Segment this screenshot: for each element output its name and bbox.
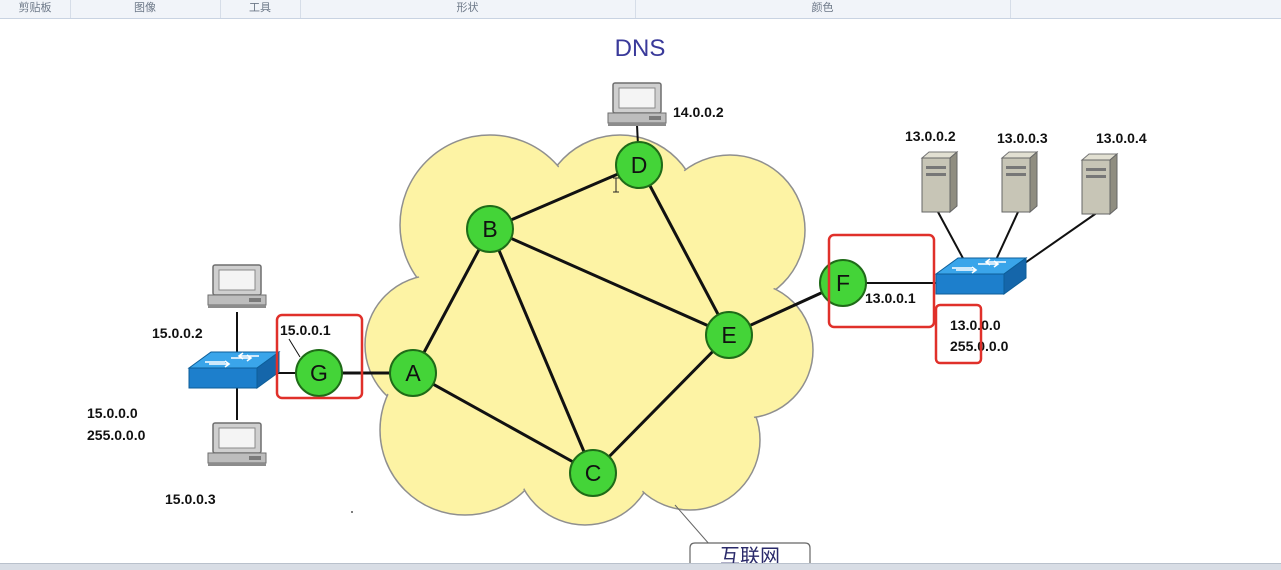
right-gateway-ip: 13.0.0.1 bbox=[865, 290, 916, 306]
left-network-address: 15.0.0.0 bbox=[87, 405, 138, 421]
router-node-label: B bbox=[482, 216, 497, 242]
router-node-circle bbox=[705, 311, 753, 359]
ribbon-group-label: 图像 bbox=[134, 2, 156, 14]
network-diagram: 互联网 DNS 14.0.0.2 15.0.0.2 15.0.0.3 15.0.… bbox=[87, 35, 1147, 568]
ribbon-group-clipboard[interactable]: 剪贴板 bbox=[0, 0, 71, 18]
router-node-label: E bbox=[721, 322, 736, 348]
left-host-top-ip: 15.0.0.2 bbox=[152, 325, 203, 341]
stray-dot bbox=[351, 511, 353, 513]
cloud-callout bbox=[689, 542, 811, 564]
highlight-box-g bbox=[275, 313, 364, 400]
ribbon-group-label: 形状 bbox=[456, 2, 479, 14]
dns-server-computer-icon[interactable] bbox=[607, 82, 667, 127]
ribbon-group-tools[interactable]: 工具 bbox=[220, 0, 301, 18]
server-2-ip: 13.0.0.3 bbox=[997, 130, 1048, 146]
router-nodes: A B C D E F G bbox=[295, 141, 867, 497]
server-icon-1[interactable] bbox=[921, 151, 958, 213]
router-node-circle bbox=[389, 349, 437, 397]
host-computer-icon-top[interactable] bbox=[207, 264, 267, 309]
ribbon-group-label: 剪贴板 bbox=[18, 2, 52, 14]
highlight-boxes bbox=[275, 233, 983, 400]
router-node-e[interactable]: E bbox=[705, 311, 753, 359]
horizontal-scrollbar[interactable] bbox=[0, 563, 1281, 570]
router-node-circle bbox=[295, 349, 343, 397]
ribbon-group-shapes[interactable]: 形状 bbox=[300, 0, 636, 18]
router-node-circle bbox=[466, 205, 514, 253]
router-node-f[interactable]: F bbox=[819, 259, 867, 307]
router-node-g[interactable]: G bbox=[295, 349, 343, 397]
router-node-b[interactable]: B bbox=[466, 205, 514, 253]
dns-ip-label: 14.0.0.2 bbox=[673, 104, 724, 120]
ribbon-group-label: 颜色 bbox=[811, 2, 834, 14]
cloud-label: 互联网 bbox=[720, 545, 780, 564]
dns-title: DNS bbox=[615, 35, 666, 62]
router-node-d[interactable]: D bbox=[615, 141, 663, 189]
router-node-circle bbox=[569, 449, 617, 497]
router-node-circle bbox=[819, 259, 867, 307]
highlight-box-f bbox=[827, 233, 936, 329]
highlight-box-mask bbox=[934, 303, 983, 365]
router-node-label: D bbox=[631, 152, 648, 178]
right-network-address: 13.0.0.0 bbox=[950, 317, 1001, 333]
left-host-bottom-ip: 15.0.0.3 bbox=[165, 491, 216, 507]
router-node-label: C bbox=[585, 460, 602, 486]
ribbon-bar: 剪贴板 图像 工具 形状 颜色 bbox=[0, 0, 1281, 19]
ribbon-group-colors[interactable]: 颜色 bbox=[635, 0, 1011, 18]
text-cursor-icon bbox=[613, 177, 619, 193]
left-network-mask: 255.0.0.0 bbox=[87, 427, 146, 443]
ribbon-group-label: 工具 bbox=[249, 2, 271, 14]
server-icon-3[interactable] bbox=[1081, 153, 1118, 215]
left-switch-icon[interactable] bbox=[188, 351, 280, 389]
router-node-c[interactable]: C bbox=[569, 449, 617, 497]
router-node-circle bbox=[615, 141, 663, 189]
ribbon-group-image[interactable]: 图像 bbox=[70, 0, 221, 18]
left-gateway-ip: 15.0.0.1 bbox=[280, 322, 331, 338]
server-1-ip: 13.0.0.2 bbox=[905, 128, 956, 144]
gateway-pointer-line bbox=[288, 338, 301, 358]
router-node-label: G bbox=[310, 360, 328, 386]
right-network-mask: 255.0.0.0 bbox=[950, 338, 1009, 354]
host-computer-icon-bottom[interactable] bbox=[207, 422, 267, 467]
router-node-label: A bbox=[405, 360, 421, 386]
server-icon-2[interactable] bbox=[1001, 151, 1038, 213]
drawing-canvas[interactable]: 互联网 DNS 14.0.0.2 15.0.0.2 15.0.0.3 15.0.… bbox=[0, 19, 1281, 568]
right-switch-icon[interactable] bbox=[935, 257, 1027, 295]
router-node-label: F bbox=[836, 270, 850, 296]
server-3-ip: 13.0.0.4 bbox=[1096, 130, 1147, 146]
router-node-a[interactable]: A bbox=[389, 349, 437, 397]
